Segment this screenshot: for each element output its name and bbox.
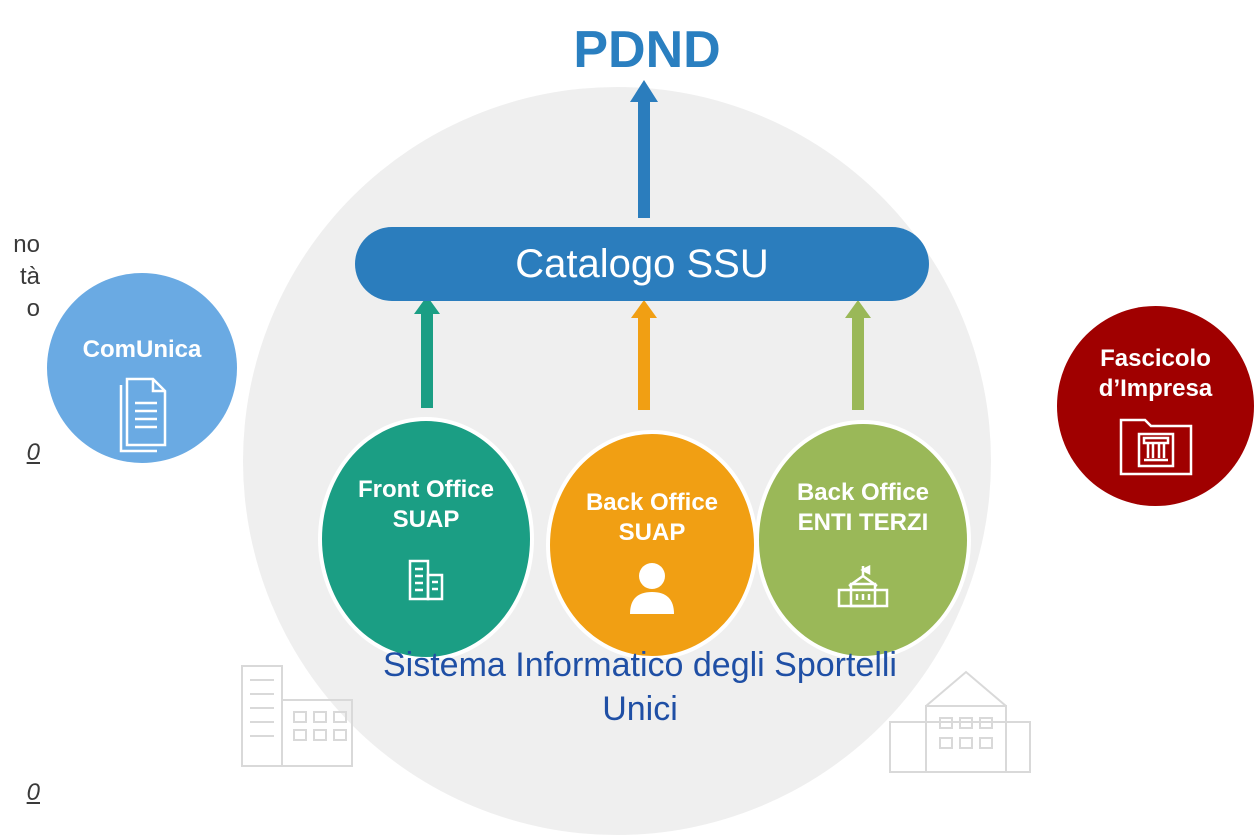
ghost-building-icon: [241, 665, 353, 767]
back-office-suap-node: Back Office SUAP: [546, 430, 758, 660]
catalog-ssu-bar: Catalogo SSU: [355, 227, 929, 301]
arrow-back-office: [631, 300, 657, 410]
arrow-enti-terzi: [845, 300, 871, 410]
document-icon: [119, 377, 167, 453]
left-link-fragment: 0: [26, 439, 40, 466]
sistema-line1: Sistema Informatico degli Sportelli: [382, 646, 897, 684]
sistema-line2: Unici: [602, 690, 678, 728]
back-office-line2: SUAP: [618, 519, 686, 546]
back-office-enti-terzi-node: Back Office ENTI TERZI: [755, 420, 971, 660]
pdnd-title: PDND: [573, 21, 721, 79]
back-office-line1: Back Office: [585, 489, 719, 516]
arrow-front-office: [414, 296, 440, 408]
school-building-icon: [837, 564, 889, 608]
left-text-fragment: tà: [19, 263, 40, 290]
left-text-fragment: no: [13, 231, 40, 258]
office-building-icon: [408, 559, 444, 601]
enti-terzi-line1: Back Office: [796, 479, 930, 506]
comunica-label: ComUnica: [82, 336, 202, 363]
front-office-line1: Front Office: [358, 476, 494, 503]
enti-terzi-line2: ENTI TERZI: [797, 509, 929, 536]
fascicolo-impresa-node: Fascicolo d’Impresa: [1057, 306, 1254, 506]
left-link-fragment: 0: [26, 779, 40, 806]
folder-institution-icon: [1119, 418, 1192, 476]
comunica-node: ComUnica: [47, 273, 237, 463]
front-office-line2: SUAP: [392, 506, 460, 533]
fascicolo-line2: d’Impresa: [1098, 375, 1213, 402]
arrow-to-pdnd: [630, 80, 658, 218]
user-icon: [630, 563, 674, 614]
fascicolo-line1: Fascicolo: [1100, 345, 1211, 372]
sistema-label: Sistema Informatico degli Sportelli Unic…: [300, 643, 980, 731]
catalog-label: Catalogo SSU: [515, 241, 769, 286]
left-text-fragment: o: [26, 295, 40, 322]
front-office-suap-node: Front Office SUAP: [318, 417, 534, 661]
ghost-school-icon: [889, 670, 1031, 773]
